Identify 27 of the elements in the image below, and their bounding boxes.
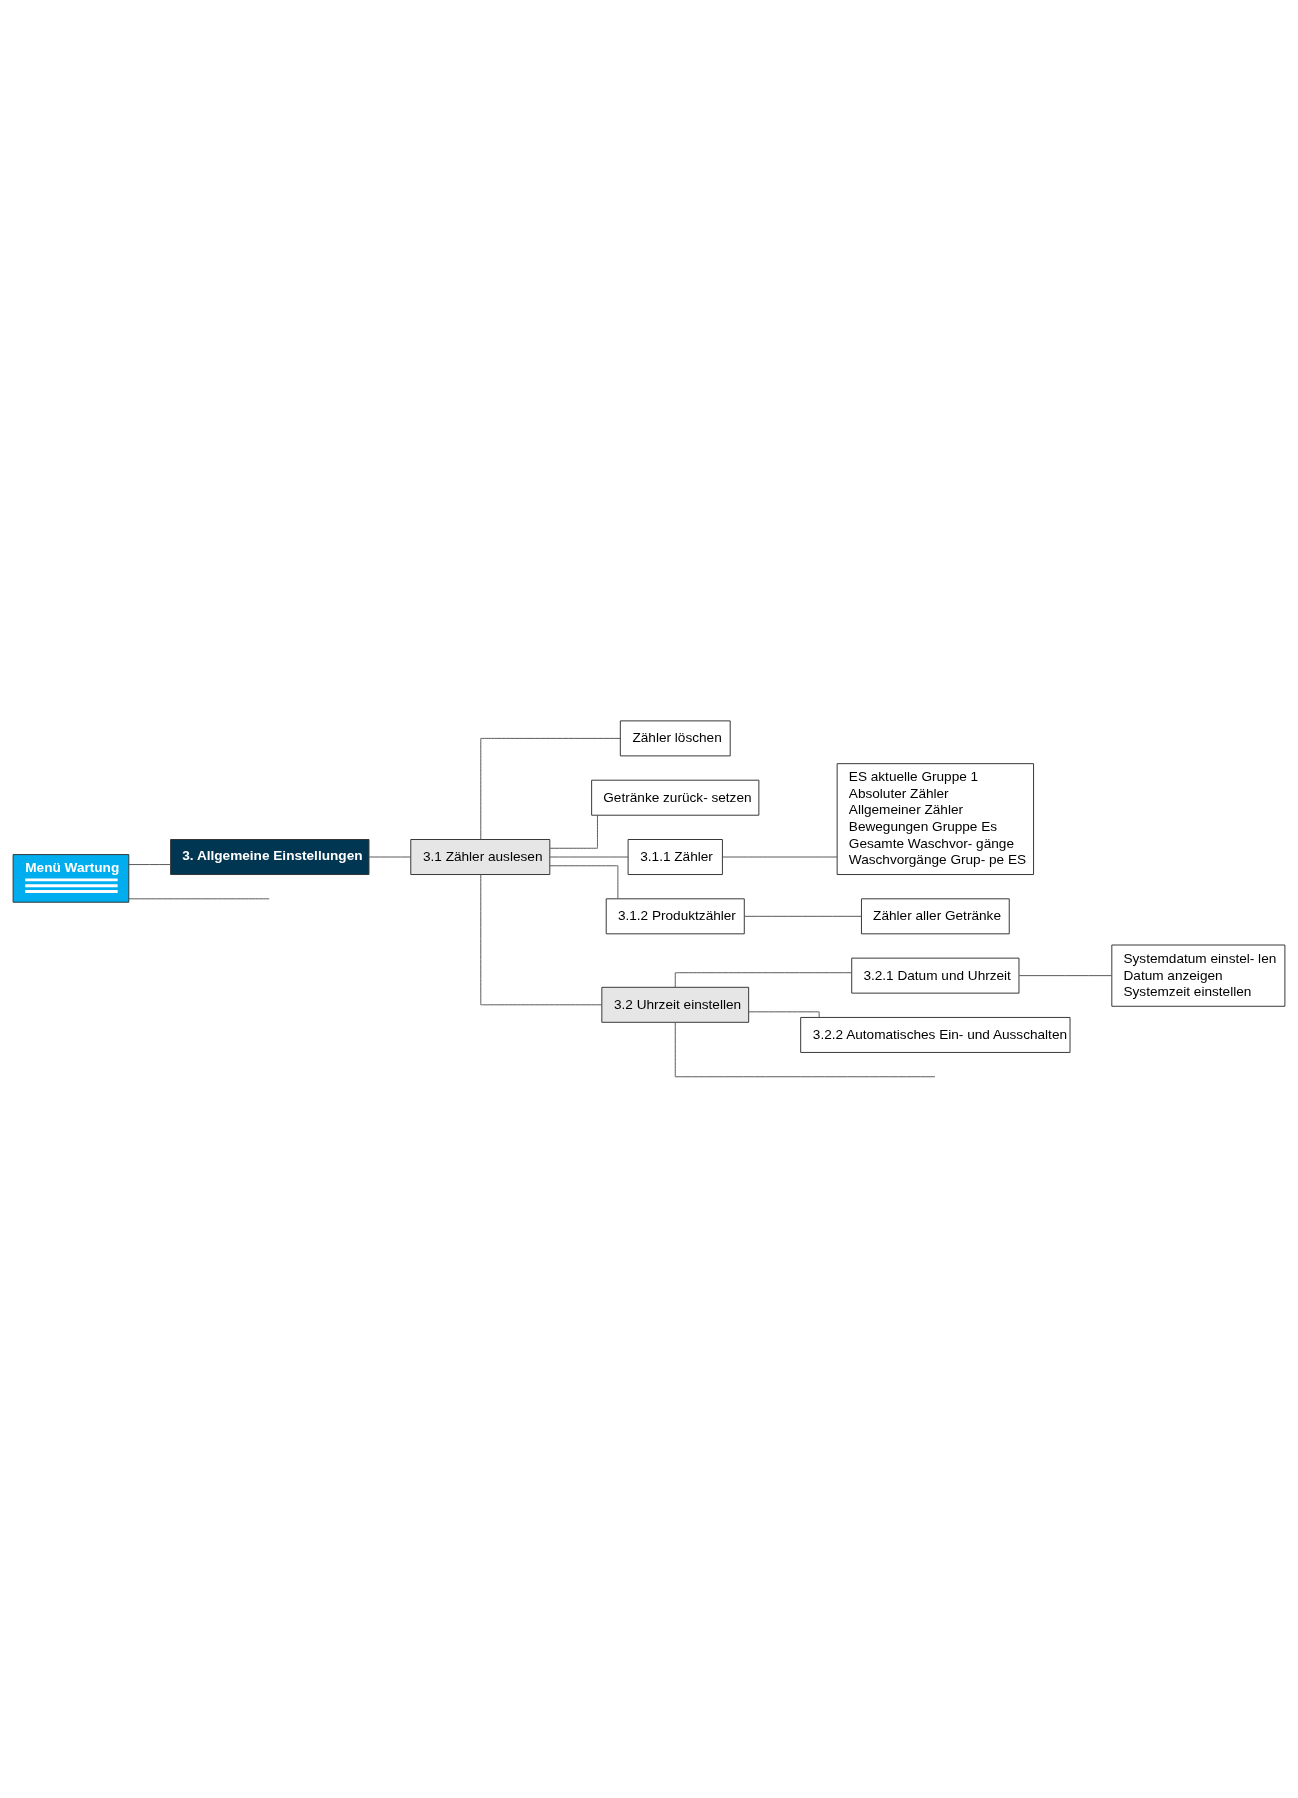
node-box: Menü Wartung (12, 854, 130, 903)
node-box: Zähler löschen (619, 720, 731, 757)
node-box: 3. Allgemeine Einstellungen (170, 839, 370, 875)
node-box: 3.2.1 Datum und Uhrzeit (851, 957, 1020, 994)
connector (674, 1022, 936, 1078)
node-box: Systemdatum einstel- len Datum anzeigen Systemzeit einstellen (1111, 944, 1286, 1007)
connector (744, 915, 862, 917)
node-box: Zähler aller Getränke (860, 898, 1010, 935)
connector (674, 972, 853, 988)
connector (368, 856, 412, 858)
connector (549, 856, 629, 858)
node-box: 3.1.1 Zähler (627, 839, 723, 875)
connector (549, 814, 598, 849)
connector (1018, 975, 1113, 977)
node-box: ES aktuelle Gruppe 1 Absoluter Zähler Allgemeiner Zähler Bewegungen Gruppe Es Gesamte Waschvor- gänge Waschvorgänge Grup- pe ES (836, 763, 1035, 875)
connector (480, 737, 621, 840)
connector (748, 1011, 820, 1018)
node-box: 3.2.2 Automatisches Ein- und Ausschalten (800, 1016, 1071, 1053)
node-box: 3.1 Zähler auslesen (410, 839, 551, 875)
connector (480, 874, 603, 1006)
connector (128, 864, 171, 866)
connector (128, 898, 270, 900)
node-box: Getränke zurück- setzen (591, 779, 760, 816)
node-box: 3.1.2 Produktzähler (605, 898, 745, 935)
connector (549, 865, 619, 900)
node-box: 3.2 Uhrzeit einstellen (601, 986, 750, 1023)
connector (722, 856, 838, 858)
